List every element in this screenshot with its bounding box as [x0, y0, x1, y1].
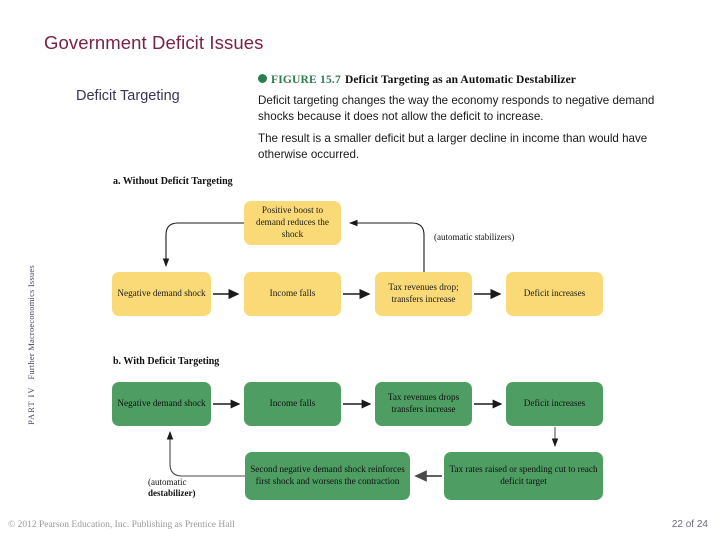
section-heading: Deficit Targeting: [76, 88, 180, 104]
annotation-automatic-stabilizers: (automatic stabilizers): [434, 232, 514, 243]
node-income-falls-b[interactable]: Income falls: [244, 382, 341, 426]
node-second-negative-shock[interactable]: Second negative demand shock reinforces …: [245, 452, 410, 500]
page-title: Government Deficit Issues: [44, 32, 264, 53]
slide-page-number: 22 of 24: [671, 519, 708, 530]
green-dot-icon: [258, 74, 267, 83]
annotation-automatic-destabilizer: (automatic destabilizer): [148, 477, 196, 500]
node-deficit-increases-a[interactable]: Deficit increases: [506, 272, 603, 316]
figure-title: Deficit Targeting as an Automatic Destab…: [344, 74, 576, 86]
panel-b-label: b. With Deficit Targeting: [113, 356, 220, 367]
running-head-part: PART IV: [26, 386, 36, 425]
node-negative-demand-shock-b[interactable]: Negative demand shock: [112, 382, 211, 426]
node-positive-boost[interactable]: Positive boost to demand reduces the sho…: [244, 201, 341, 245]
annotation-destabilizer-line2: destabilizer): [148, 488, 196, 499]
node-tax-revenues-b[interactable]: Tax revenues drops transfers increase: [375, 382, 472, 426]
figure-number: FIGURE 15.7: [271, 74, 341, 86]
figure-paragraph-1: Deficit targeting changes the way the ec…: [258, 94, 655, 123]
annotation-destabilizer-line1: (automatic: [148, 477, 187, 487]
figure-caption-block: FIGURE 15.7 Deficit Targeting as an Auto…: [258, 74, 698, 163]
panel-a-label: a. Without Deficit Targeting: [113, 176, 233, 187]
node-tax-rates-raised[interactable]: Tax rates raised or spending cut to reac…: [444, 452, 603, 500]
figure-caption-header: FIGURE 15.7 Deficit Targeting as an Auto…: [258, 74, 698, 86]
node-income-falls-a[interactable]: Income falls: [244, 272, 341, 316]
running-head-text: Further Macroeconomics Issues: [26, 265, 36, 380]
node-negative-demand-shock-a[interactable]: Negative demand shock: [112, 272, 211, 316]
node-tax-revenues-a[interactable]: Tax revenues drop; transfers increase: [375, 272, 472, 316]
figure-paragraph-2: The result is a smaller deficit but a la…: [258, 131, 648, 161]
running-head: PART IV Further Macroeconomics Issues: [26, 250, 36, 440]
annotation-automatic-stabilizers-text: (automatic stabilizers): [434, 232, 515, 242]
node-deficit-increases-b[interactable]: Deficit increases: [506, 382, 603, 426]
copyright-notice: © 2012 Pearson Education, Inc. Publishin…: [8, 520, 235, 530]
